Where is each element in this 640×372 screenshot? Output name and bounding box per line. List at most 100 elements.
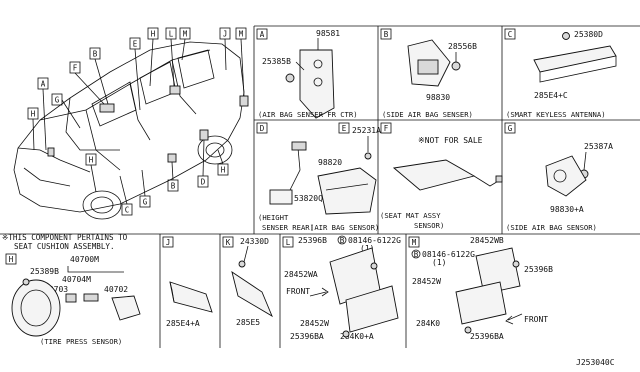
seat-mat-assy-sensor [392, 159, 476, 191]
air-bag-sensor-unit [317, 167, 377, 215]
svg-text:FRONT: FRONT [524, 315, 548, 324]
section-C: C 25380D 285E4+C (SMART KEYLESS ANTENNA) [504, 28, 617, 119]
svg-text:24330D: 24330D [240, 237, 269, 246]
svg-text:(SEAT MAT ASSY: (SEAT MAT ASSY [380, 211, 441, 220]
tire-press-sensor [111, 295, 141, 321]
svg-text:28452WB: 28452WB [470, 236, 504, 245]
svg-text:H: H [9, 255, 14, 264]
svg-text:(1): (1) [432, 258, 446, 267]
callout-D[interactable]: D [197, 139, 209, 188]
svg-text:D: D [260, 124, 265, 133]
svg-text:284K0+A: 284K0+A [340, 332, 374, 341]
panel-grid [0, 25, 640, 348]
module-m [455, 281, 507, 325]
diagram-id: J253040C [576, 358, 615, 367]
svg-text:C: C [125, 206, 130, 215]
callout-A[interactable]: A [37, 77, 49, 151]
svg-text:B: B [384, 30, 389, 39]
svg-text:285E5: 285E5 [236, 318, 260, 327]
section-E: E 25231A 98820 (AIR BAG SENSOR) [310, 122, 381, 232]
svg-text:25385B: 25385B [262, 57, 291, 66]
svg-text:SENSER REAR): SENSER REAR) [262, 223, 314, 232]
svg-text:L: L [286, 238, 291, 247]
svg-text:08146-6122G: 08146-6122G [422, 250, 475, 259]
module-l [345, 285, 399, 333]
svg-text:53820Q: 53820Q [294, 194, 323, 203]
callout-H-mid[interactable]: H [85, 153, 97, 193]
svg-text:98820: 98820 [318, 158, 342, 167]
svg-text:F: F [73, 64, 78, 73]
section-A: A 98581 25385B (AIR BAG SENSER FR CTR) [256, 28, 358, 119]
callout-F[interactable]: F [69, 61, 105, 105]
svg-text:M: M [412, 238, 417, 247]
svg-text:28452WA: 28452WA [284, 270, 318, 279]
svg-text:284K0: 284K0 [416, 319, 440, 328]
callout-H-right[interactable]: H [217, 149, 229, 176]
svg-text:40702: 40702 [104, 285, 128, 294]
svg-text:M: M [239, 30, 244, 39]
valve-nut [83, 293, 99, 302]
note: ※THIS COMPONENT PERTAINS TO SEAT CUSHION… [2, 233, 128, 251]
height-sensor-rear [269, 189, 293, 205]
svg-text:(HEIGHT: (HEIGHT [258, 213, 289, 222]
svg-text:40700M: 40700M [70, 255, 99, 264]
wheel-rim [11, 279, 61, 337]
section-M: M 28452WB B 08146-6122G (1) 25396B 28452… [408, 236, 553, 341]
svg-text:H: H [221, 166, 226, 175]
section-F: F ※NOT FOR SALE (SEAT MAT ASSY SENSOR) [380, 122, 503, 230]
callout-L[interactable]: M [179, 27, 191, 61]
svg-text:H: H [89, 156, 94, 165]
svg-text:25396BA: 25396BA [470, 332, 504, 341]
svg-text:B: B [171, 182, 176, 191]
valve-core [65, 293, 77, 303]
svg-text:E: E [342, 124, 347, 133]
callout-C[interactable]: C [119, 175, 133, 216]
svg-text:(1): (1) [360, 244, 374, 253]
svg-text:98830: 98830 [426, 93, 450, 102]
svg-text:B: B [340, 236, 345, 245]
svg-text:※THIS COMPONENT PERTAINS TO: ※THIS COMPONENT PERTAINS TO [2, 233, 128, 242]
callout-E[interactable]: E [129, 37, 141, 111]
svg-text:H: H [31, 110, 36, 119]
section-H: H 40700M 25389B 40704M 40703 40702 (TIRE… [5, 253, 141, 346]
section-J: J 285E4+A [162, 236, 213, 328]
section-D: D 53820Q (HEIGHT SENSER REAR) [256, 122, 323, 232]
section-G: G 25387A 98830+A (SIDE AIR BAG SENSOR) [504, 122, 613, 232]
callout-G-upper[interactable]: G [51, 93, 81, 129]
svg-text:M: M [183, 30, 188, 39]
svg-text:(AIR BAG SENSOR): (AIR BAG SENSOR) [310, 223, 379, 232]
svg-text:B: B [414, 250, 419, 259]
svg-text:25389B: 25389B [30, 267, 59, 276]
svg-text:C: C [508, 30, 513, 39]
callout-J[interactable]: J [219, 27, 231, 71]
svg-text:(SMART KEYLESS ANTENNA): (SMART KEYLESS ANTENNA) [506, 110, 606, 119]
svg-text:(SIDE AIR BAG SENSER): (SIDE AIR BAG SENSER) [382, 110, 473, 119]
svg-text:L: L [169, 30, 174, 39]
svg-text:A: A [260, 30, 265, 39]
svg-text:(TIRE PRESS SENSOR): (TIRE PRESS SENSOR) [40, 337, 122, 346]
svg-text:25396B: 25396B [524, 265, 553, 274]
vehicle-overview: A F B G H E H [13, 27, 249, 220]
callout-B[interactable]: B [89, 47, 109, 105]
svg-text:28556B: 28556B [448, 42, 477, 51]
svg-text:(SIDE AIR BAG SENSOR): (SIDE AIR BAG SENSOR) [506, 223, 597, 232]
svg-text:G: G [55, 96, 60, 105]
callout-M[interactable]: M [235, 27, 247, 97]
svg-text:K: K [226, 238, 231, 247]
svg-text:98830+A: 98830+A [550, 205, 584, 214]
callout-B-lower[interactable]: B [167, 161, 179, 192]
svg-text:H: H [151, 30, 156, 39]
callout-G-lower[interactable]: G [139, 169, 151, 208]
svg-text:J: J [166, 238, 171, 247]
antenna-j [169, 281, 213, 313]
callout-H-top[interactable]: H [147, 27, 159, 87]
callout-K[interactable]: L [165, 27, 177, 87]
svg-text:SEAT CUSHION ASSEMBLY.: SEAT CUSHION ASSEMBLY. [14, 242, 115, 251]
svg-text:SENSOR): SENSOR) [414, 221, 444, 230]
svg-text:J: J [223, 30, 228, 39]
svg-text:25231A: 25231A [352, 126, 381, 135]
callout-H-left[interactable]: H [27, 107, 39, 151]
svg-text:25380D: 25380D [574, 30, 603, 39]
height-sensor-link [291, 141, 307, 151]
svg-text:08146-6122G: 08146-6122G [348, 236, 401, 245]
